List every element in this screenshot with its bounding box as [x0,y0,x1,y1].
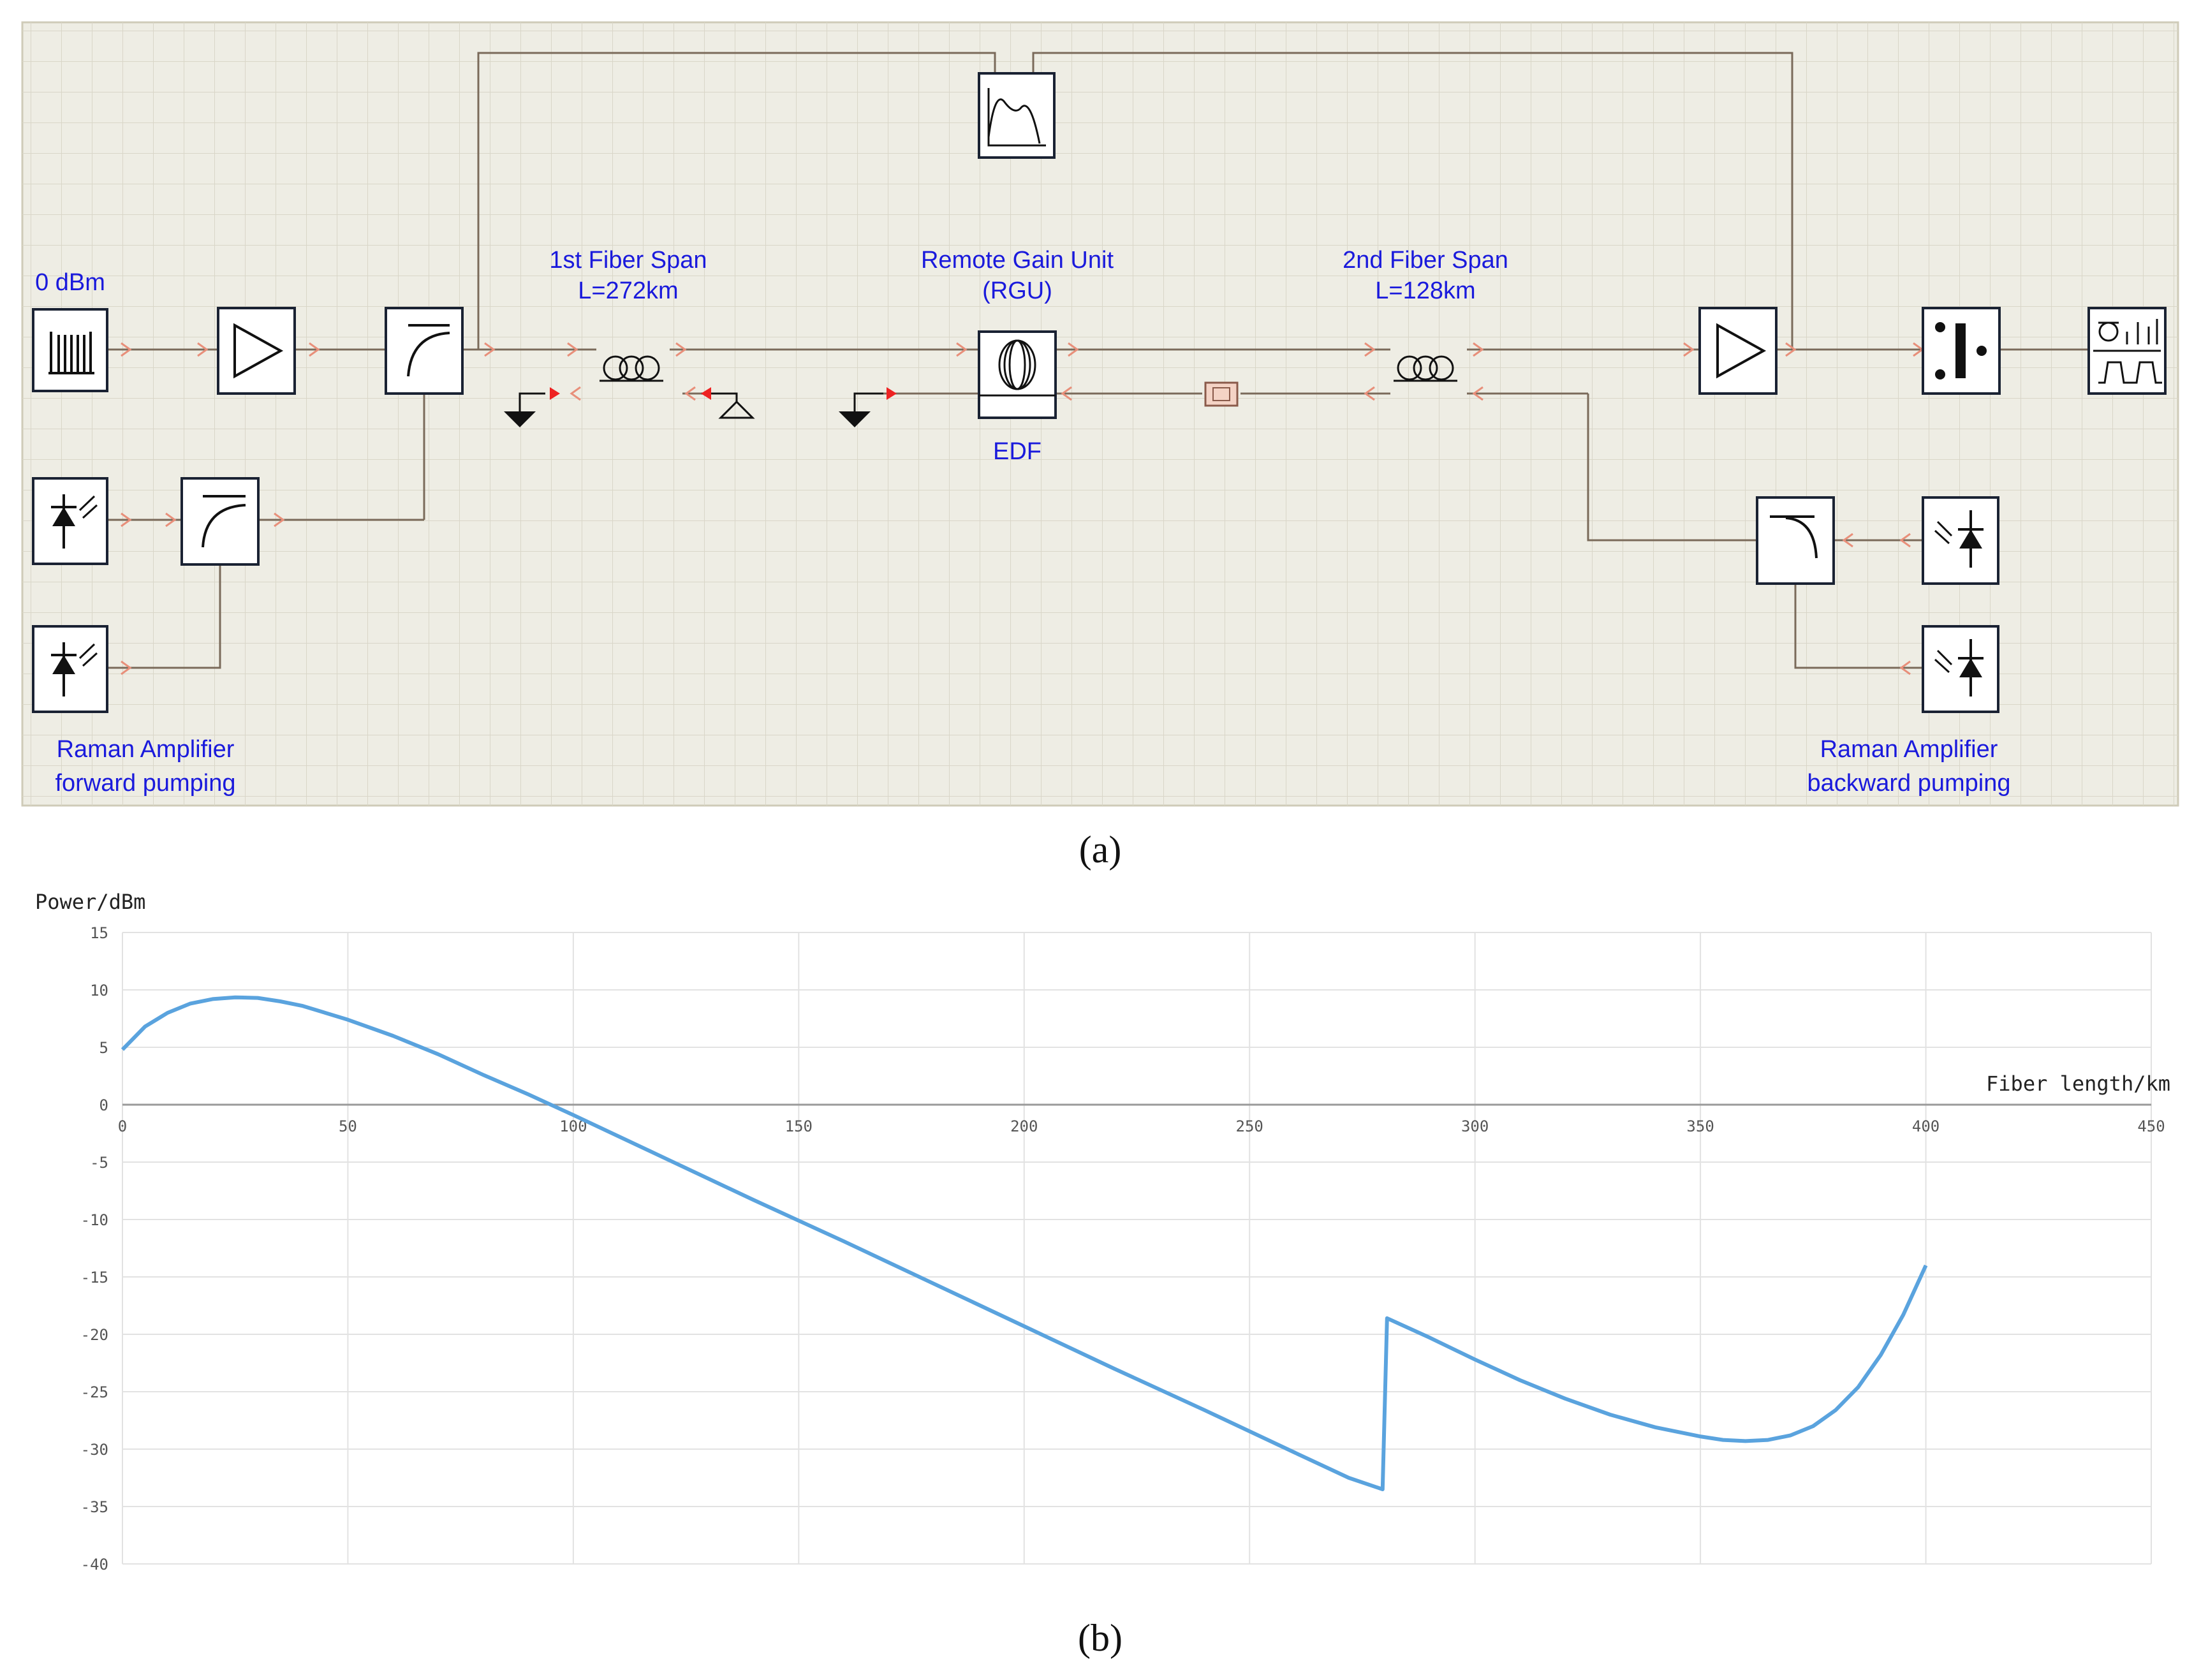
span2-length-label: L=128km [1375,277,1475,304]
span1-length-label: L=272km [578,277,678,304]
signal-wires [107,52,2089,669]
optical-power-meter-icon[interactable] [978,72,1056,159]
wdm-transmitter-icon[interactable] [32,308,108,392]
reflection-monitor-icon [701,387,755,419]
x-tick-label: 50 [339,1117,357,1135]
chart-background [22,880,2178,1614]
rgu-title-label: Remote Gain Unit [921,247,1114,274]
ground-terminator-icon [504,387,560,427]
edf-coil-icon[interactable] [978,330,1057,419]
x-tick-label: 0 [118,1117,127,1135]
raman-backward-label-line2: backward pumping [1807,770,2011,797]
pump-laser-icon[interactable] [1922,625,1999,713]
source-power-label: 0 dBm [35,269,105,296]
y-tick-label: -20 [81,1326,108,1344]
y-tick-label: -15 [81,1269,108,1286]
amplifier-icon[interactable] [217,307,296,395]
x-tick-label: 250 [1236,1117,1263,1135]
x-tick-label: 400 [1912,1117,1940,1135]
rgu-abbrev-label: (RGU) [982,277,1052,304]
span1-title-label: 1st Fiber Span [549,247,707,274]
ground-terminator-icon [839,387,897,427]
x-tick-label: 150 [785,1117,813,1135]
pump-combiner-icon[interactable] [180,477,260,566]
y-tick-label: -10 [81,1211,108,1229]
raman-forward-label-line1: Raman Amplifier [57,736,235,763]
x-tick-label: 300 [1461,1117,1489,1135]
pump-laser-icon[interactable] [1922,496,1999,585]
y-axis-title: Power/dBm [35,890,145,914]
y-tick-label: 10 [90,982,108,999]
demultiplexer-icon[interactable] [1922,307,2001,395]
x-tick-label: 200 [1010,1117,1038,1135]
fiber-spool-icon[interactable] [1394,355,1457,382]
wdm-coupler-icon[interactable] [385,307,464,395]
pump-laser-icon[interactable] [32,625,108,713]
schematic-panel: 0 dBm 1st Fiber Span L=272km Remote Gain… [21,21,2179,807]
y-tick-label: -5 [90,1154,108,1172]
spectrum-analyzer-icon[interactable] [2087,307,2167,395]
amplifier-icon[interactable] [1698,307,1778,395]
wdm-coupler-icon[interactable] [1756,496,1835,585]
panel-a-caption: (a) [1079,829,1122,871]
edf-label: EDF [993,438,1042,465]
power-curve-series [121,995,1928,1491]
y-tick-label: 5 [99,1039,108,1057]
span2-title-label: 2nd Fiber Span [1343,247,1508,274]
y-tick-label: -35 [81,1498,108,1516]
panel-b-caption: (b) [1078,1617,1123,1659]
y-tick-label: 0 [99,1096,108,1114]
raman-backward-label-line1: Raman Amplifier [1820,736,1998,763]
isolator-icon[interactable] [1204,381,1239,407]
y-tick-label: -40 [81,1556,108,1573]
y-tick-label: 15 [90,924,108,942]
x-tick-label: 450 [2137,1117,2165,1135]
x-tick-label: 350 [1686,1117,1714,1135]
fiber-spool-icon[interactable] [600,355,663,382]
y-tick-label: -30 [81,1441,108,1459]
pump-laser-icon[interactable] [32,477,108,565]
x-axis-title: Fiber length/km [1986,1072,2170,1096]
y-tick-label: -25 [81,1383,108,1401]
raman-forward-label-line2: forward pumping [55,770,235,797]
